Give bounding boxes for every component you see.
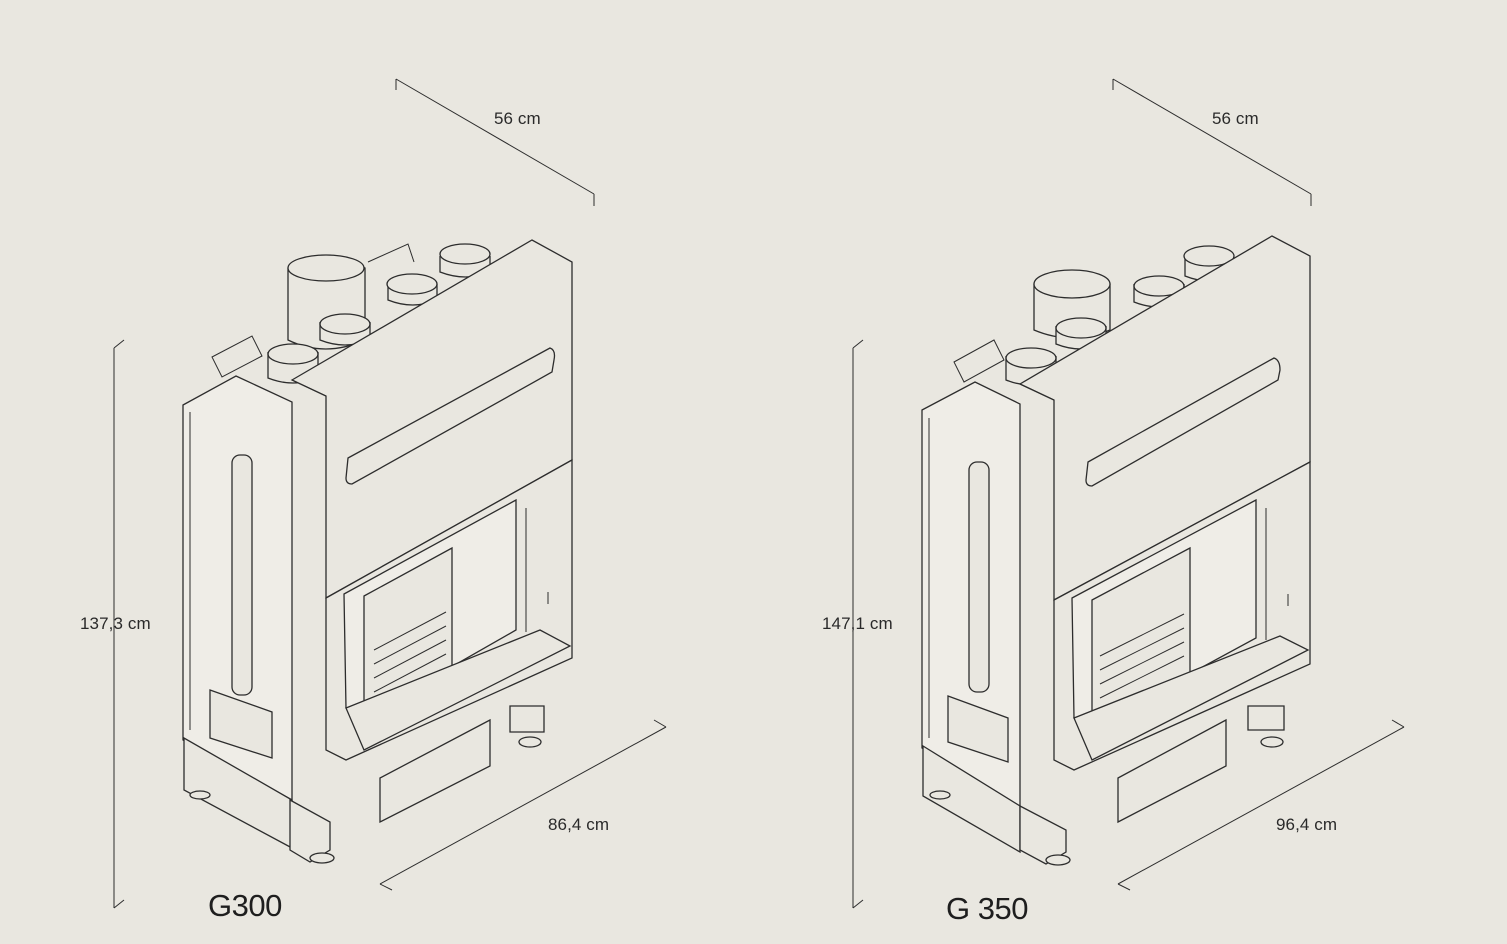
g350-flue-collars: [953, 245, 1235, 386]
g350-depth-dimension-line: [1112, 78, 1312, 206]
g300-base: [183, 705, 545, 864]
g300-width-label: 86,4 cm: [548, 815, 610, 834]
g300-flue-collars: [211, 243, 491, 384]
g350-side-panel: [921, 381, 1021, 810]
g300-depth-label: 56 cm: [494, 109, 541, 128]
g300-model-name: G300: [208, 888, 282, 923]
g300-width-dimension-line: [379, 719, 667, 891]
g350-width-dimension-line: [1117, 719, 1405, 891]
g350-firebox: [1053, 460, 1311, 771]
g350-depth-label: 56 cm: [1212, 109, 1259, 128]
g350-width-label: 96,4 cm: [1276, 815, 1338, 834]
g300-height-dimension-line: [113, 339, 125, 909]
g300-depth-dimension-line: [395, 78, 595, 206]
g300-side-panel: [182, 375, 293, 802]
g300-height-label: 137,3 cm: [80, 614, 151, 633]
g350-height-dimension-line: [852, 339, 864, 909]
g350-model-name: G 350: [946, 891, 1028, 926]
g350-base: [922, 705, 1285, 866]
g350-height-label: 147,1 cm: [822, 614, 893, 633]
g300-firebox: [325, 458, 573, 761]
